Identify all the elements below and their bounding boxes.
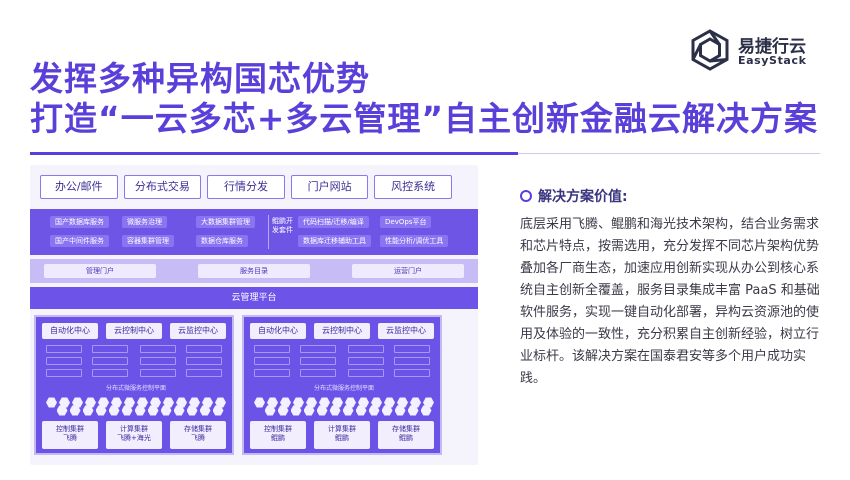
cluster-left: 自动化中心 云控制中心 云监控中心 分布式微服务控制平面 控制集群 飞腾 计算集… — [34, 315, 234, 455]
node-control-cluster: 控制集群 鲲鹏 — [250, 421, 306, 449]
value-section-title: 解决方案价值: — [520, 186, 628, 206]
node-compute-cluster: 计算集群 鲲鹏 — [314, 421, 370, 449]
easystack-logo-icon — [691, 29, 729, 71]
node-name: 存储集群 — [392, 425, 420, 433]
micro-service-box — [92, 345, 128, 353]
micro-service-box — [186, 345, 222, 353]
micro-service-box — [254, 357, 290, 365]
value-title-text: 解决方案价值: — [538, 189, 628, 205]
separator — [268, 215, 269, 249]
mesh-plane-label: 分布式微服务控制平面 — [105, 385, 166, 392]
tool-code-scan: 代码扫描/迁移/编译 — [298, 216, 369, 228]
tool-devops-platform: DevOps平台 — [380, 216, 432, 228]
cloud-management-platform: 云管理平台 — [30, 287, 478, 309]
node-storage-cluster: 存储集群 鲲鹏 — [378, 421, 434, 449]
page-title-line2: 打造“一云多芯+多云管理”自主创新金融云解决方案 — [30, 99, 819, 138]
cluster-right: 自动化中心 云控制中心 云监控中心 分布式微服务控制平面 控制集群 鲲鹏 计算集… — [242, 315, 442, 455]
mesh-plane-label: 分布式微服务控制平面 — [313, 385, 374, 392]
mgmt-portal: 管理门户 — [44, 264, 156, 278]
hex-mesh — [244, 397, 444, 419]
micro-service-box — [300, 357, 336, 365]
micro-service-box — [300, 369, 336, 377]
service-panel: 国产数据库服务 微服务治理 大数据集群管理 国产中间件服务 容器集群管理 数据仓… — [30, 209, 478, 255]
tool-db-migration: 数据库迁移辅助工具 — [298, 235, 371, 247]
center-cloud-monitor: 云监控中心 — [378, 323, 434, 339]
micro-service-box — [348, 357, 384, 365]
node-name: 控制集群 — [56, 425, 84, 433]
value-description: 底层采用飞腾、鲲鹏和海光技术架构，结合业务需求和芯片特点，按需选用，充分发挥不同… — [520, 217, 820, 386]
logo-name-cn: 易捷行云 — [738, 37, 806, 57]
management-row: 管理门户 服务目录 运营门户 — [30, 259, 478, 283]
node-compute-cluster: 计算集群 飞腾+海光 — [106, 421, 162, 449]
node-chip: 飞腾+海光 — [117, 434, 151, 442]
center-cloud-control: 云控制中心 — [314, 323, 370, 339]
service-catalog: 服务目录 — [198, 264, 310, 278]
node-control-cluster: 控制集群 飞腾 — [42, 421, 98, 449]
micro-service-box — [394, 345, 430, 353]
divider-thin — [518, 153, 820, 154]
node-chip: 鲲鹏 — [399, 434, 413, 442]
app-distributed-trading: 分布式交易 — [123, 175, 202, 199]
app-portal: 门户网站 — [290, 175, 369, 199]
micro-service-box — [348, 345, 384, 353]
app-office-mail: 办公/邮件 — [40, 175, 118, 199]
center-cloud-monitor: 云监控中心 — [170, 323, 226, 339]
node-chip: 飞腾 — [63, 434, 77, 442]
center-automation: 自动化中心 — [42, 323, 98, 339]
micro-service-box — [348, 369, 384, 377]
micro-service-box — [186, 357, 222, 365]
micro-service-box — [254, 345, 290, 353]
svc-domestic-middleware: 国产中间件服务 — [50, 235, 109, 247]
micro-service-box — [186, 369, 222, 377]
node-name: 存储集群 — [184, 425, 212, 433]
micro-service-box — [140, 345, 176, 353]
tool-perf-tuning: 性能分析/调优工具 — [380, 235, 449, 247]
micro-service-box — [140, 357, 176, 365]
node-name: 计算集群 — [120, 425, 148, 433]
micro-service-box — [46, 345, 82, 353]
svc-domestic-db: 国产数据库服务 — [50, 216, 109, 228]
micro-service-box — [92, 369, 128, 377]
node-chip: 鲲鹏 — [335, 434, 349, 442]
micro-service-box — [254, 369, 290, 377]
architecture-diagram: 办公/邮件 分布式交易 行情分发 门户网站 风控系统 国产数据库服务 微服务治理… — [30, 165, 478, 465]
center-automation: 自动化中心 — [250, 323, 306, 339]
node-chip: 飞腾 — [191, 434, 205, 442]
app-market-data: 行情分发 — [207, 175, 285, 199]
micro-service-box — [92, 357, 128, 365]
hex-mesh — [36, 397, 236, 419]
svc-microservice-gov: 微服务治理 — [122, 216, 167, 228]
target-circle-icon — [520, 190, 532, 202]
node-name: 计算集群 — [328, 425, 356, 433]
svc-bigdata-cluster: 大数据集群管理 — [196, 216, 255, 228]
svc-container-cluster: 容器集群管理 — [122, 235, 174, 247]
node-chip: 鲲鹏 — [271, 434, 285, 442]
node-name: 控制集群 — [264, 425, 292, 433]
app-risk-control: 风控系统 — [374, 175, 452, 199]
center-cloud-control: 云控制中心 — [106, 323, 162, 339]
hex-mesh — [36, 405, 236, 427]
micro-service-box — [46, 357, 82, 365]
logo-name-en: EasyStack — [738, 54, 807, 67]
divider-accent — [30, 152, 518, 155]
ops-portal: 运营门户 — [352, 264, 464, 278]
micro-service-box — [394, 357, 430, 365]
application-row: 办公/邮件 分布式交易 行情分发 门户网站 风控系统 — [40, 175, 452, 199]
brand-logo: 易捷行云 EasyStack — [688, 28, 823, 73]
micro-service-box — [394, 369, 430, 377]
micro-service-box — [300, 345, 336, 353]
svc-data-warehouse: 数据仓库服务 — [196, 235, 248, 247]
node-storage-cluster: 存储集群 飞腾 — [170, 421, 226, 449]
micro-service-box — [140, 369, 176, 377]
hex-mesh — [244, 405, 444, 427]
kunpeng-devkit-label: 鲲鹏开发套件 — [272, 217, 293, 234]
page-title-line1: 发挥多种异构国芯优势 — [30, 59, 370, 98]
micro-service-box — [46, 369, 82, 377]
